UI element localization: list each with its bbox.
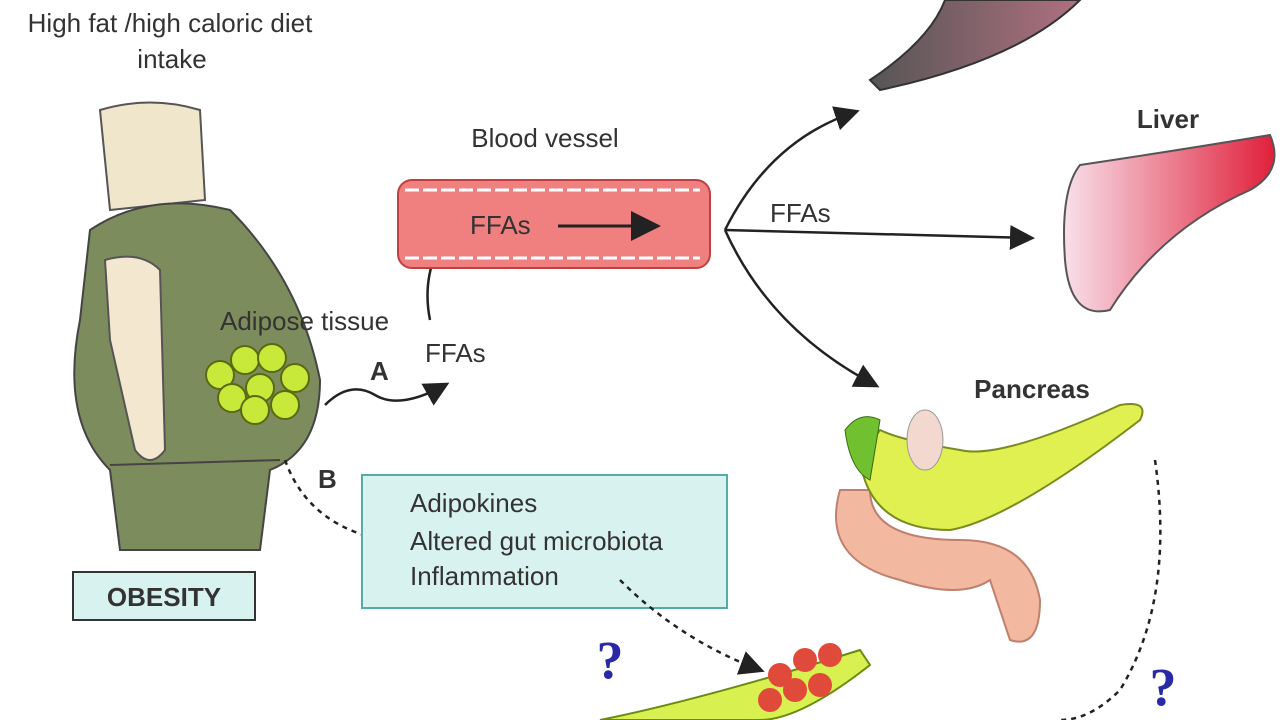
vessel-ffas-label: FFAs — [470, 210, 531, 240]
obese-person-illustration — [73, 101, 322, 551]
box-line-gut-microbiota: Altered gut microbiota — [410, 526, 663, 556]
muscle-illustration — [868, 0, 1082, 92]
adipose-tissue-label: Adipose tissue — [220, 306, 389, 336]
obesity-label: OBESITY — [107, 582, 221, 612]
box-to-islet-arrow — [619, 579, 765, 675]
path-a-arrow — [324, 382, 450, 406]
islet-illustration — [599, 643, 872, 720]
liver-illustration — [1063, 133, 1276, 313]
pancreas-dashed-arrow — [1059, 459, 1162, 720]
question-mark-1: ? — [597, 630, 624, 690]
blood-vessel-label: Blood vessel — [471, 123, 618, 153]
diet-label-line1: High fat /high caloric diet — [28, 8, 313, 38]
adipokines-box — [361, 474, 728, 609]
blood-vessel — [397, 179, 711, 269]
arrow-to-liver — [724, 224, 1035, 250]
obesity-box — [72, 571, 256, 621]
liver-label: Liver — [1137, 104, 1199, 134]
path-a-label: A — [370, 356, 389, 386]
adipose-ffas-label: FFAs — [425, 338, 486, 368]
arrow-to-pancreas — [723, 229, 880, 388]
pancreas-illustration — [835, 403, 1144, 643]
liver-ffas-label: FFAs — [770, 198, 831, 228]
path-b-label: B — [318, 464, 337, 494]
adipose-fat-cells — [205, 343, 310, 425]
box-line-adipokines: Adipokines — [410, 488, 537, 518]
pancreas-label: Pancreas — [974, 374, 1090, 404]
diet-label-line2: intake — [137, 44, 206, 74]
question-mark-2: ? — [1150, 657, 1177, 717]
arrow-to-muscle — [723, 106, 860, 231]
box-line-inflammation: Inflammation — [410, 561, 559, 591]
